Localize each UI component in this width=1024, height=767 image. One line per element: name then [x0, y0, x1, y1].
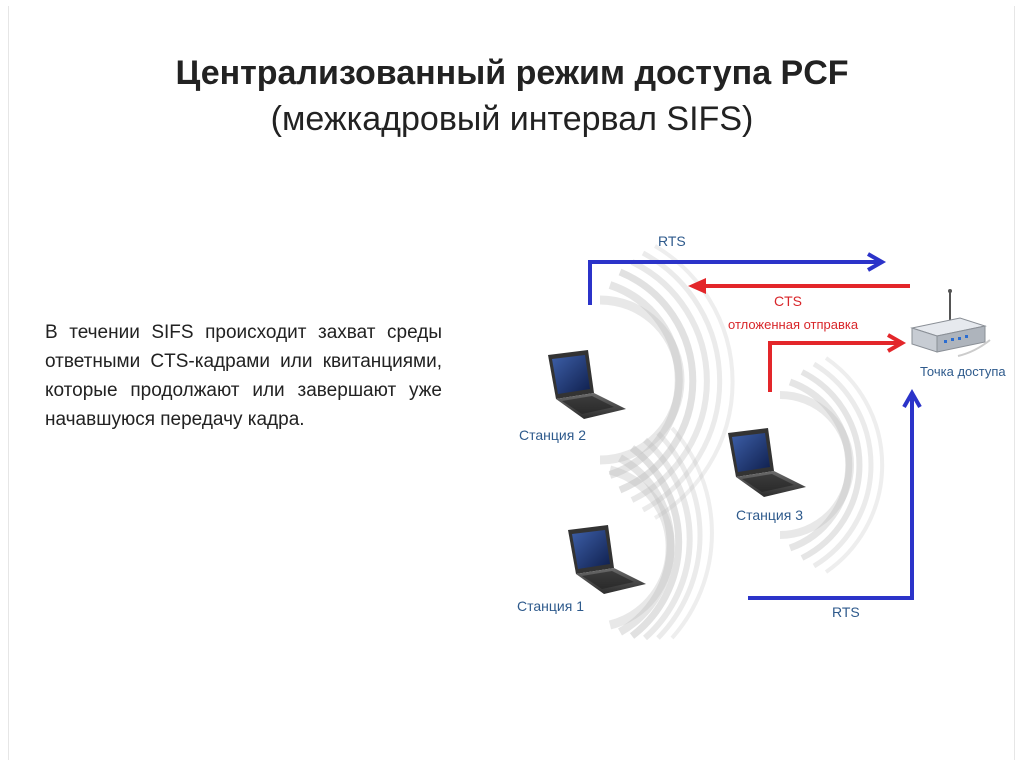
slide-title: Централизованный режим доступа PCF (межк… [0, 50, 1024, 142]
router-icon [912, 289, 990, 356]
description-paragraph: В течении SIFS происходит захват среды о… [45, 318, 442, 434]
pcf-diagram: RTS CTS отложенная отправка Точка доступ… [480, 215, 1024, 640]
station2-label: Станция 2 [519, 427, 586, 443]
wifi-wave-icon [780, 358, 882, 572]
title-main: Централизованный режим доступа PCF [0, 50, 1024, 96]
laptop-icon [568, 525, 646, 594]
station1-label: Станция 1 [517, 598, 584, 614]
access-point-label: Точка доступа [920, 364, 1006, 379]
description-text: В течении SIFS происходит захват среды о… [45, 318, 442, 434]
station3-label: Станция 3 [736, 507, 803, 523]
laptop-icon [548, 350, 626, 419]
cts-arrow [688, 278, 910, 294]
rts-top-label: RTS [658, 233, 686, 249]
deferred-send-label: отложенная отправка [728, 317, 859, 332]
laptop-icon [728, 428, 806, 497]
title-subtitle: (межкадровый интервал SIFS) [0, 96, 1024, 142]
rts-bottom-label: RTS [832, 604, 860, 620]
cts-label: CTS [774, 293, 802, 309]
